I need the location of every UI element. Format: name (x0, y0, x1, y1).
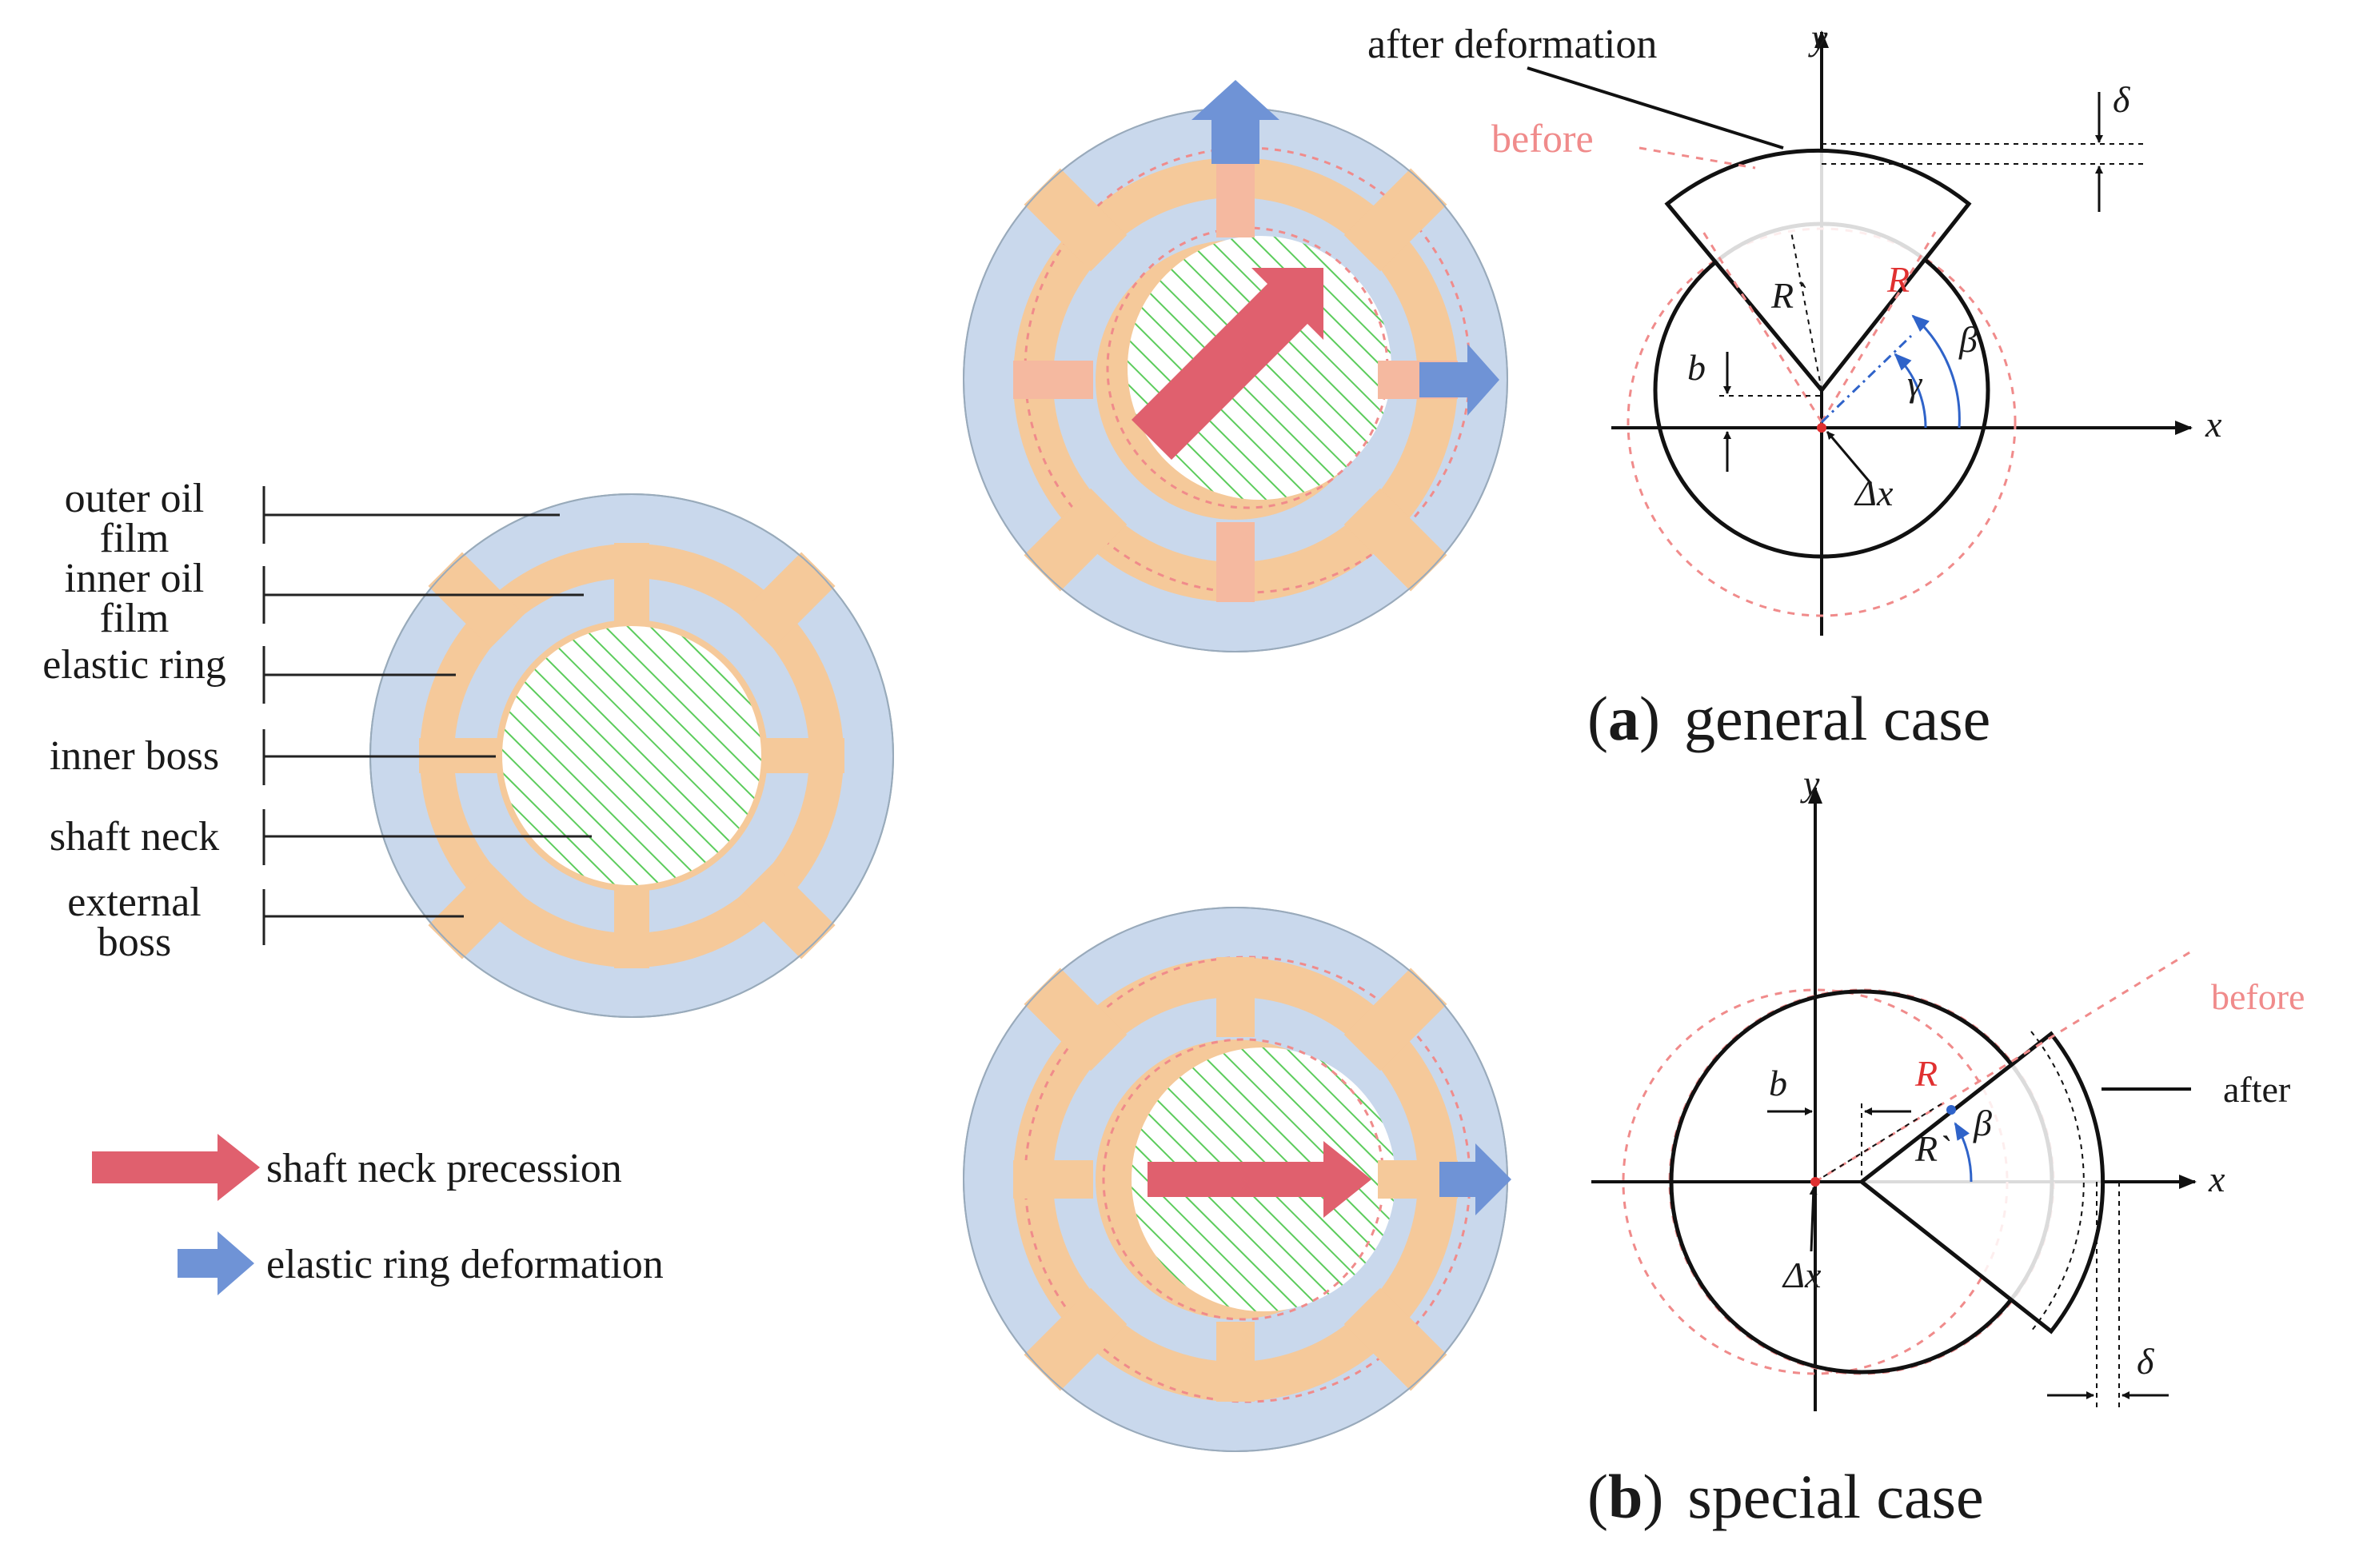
deformation-arrow-up (1191, 80, 1279, 164)
label-R-a: R (1886, 259, 1910, 300)
label-inner-oil-film-1: inner oil (65, 556, 205, 601)
label-inner-boss: inner boss (50, 733, 219, 779)
caption-a: (a)general case (1587, 684, 1990, 753)
deformation-arrow-icon (178, 1231, 254, 1295)
label-before-b: before (2211, 976, 2305, 1017)
legend-deformation: elastic ring deformation (266, 1242, 664, 1287)
geometry-panel-a: after deformation before δ y x b R` R β … (1367, 17, 2222, 753)
precession-arrow-diagonal (1132, 268, 1323, 460)
caption-b: (b)special case (1587, 1462, 1984, 1531)
label-y-a: y (1808, 17, 1828, 58)
legend: shaft neck precession elastic ring defor… (92, 1134, 664, 1295)
precession-arrow-icon (92, 1134, 260, 1201)
label-x-b: x (2208, 1159, 2225, 1199)
label-external-boss-2: boss (98, 920, 171, 965)
deformation-arrow-right-b (1439, 1143, 1511, 1215)
geometry-panel-b: before after δ y x b R R` β Δx (b)specia… (1587, 763, 2305, 1531)
label-inner-oil-film-2: film (100, 596, 170, 641)
label-y-b: y (1800, 763, 1820, 804)
label-dx-b: Δx (1782, 1255, 1822, 1295)
component-labels: outer oil film inner oil film elastic ri… (42, 476, 592, 965)
label-R-b: R (1914, 1053, 1938, 1094)
label-beta-a: β (1958, 319, 1978, 360)
label-Rprime-b: R` (1914, 1128, 1950, 1169)
label-delta-b: δ (2137, 1341, 2154, 1382)
label-dx-a: Δx (1854, 473, 1894, 513)
deformation-arrow-right (1419, 344, 1499, 416)
label-b-b: b (1769, 1063, 1787, 1103)
label-beta-b: β (1973, 1103, 1992, 1143)
damper-general-case (963, 80, 1508, 652)
label-before-a: before (1491, 116, 1594, 161)
legend-precession: shaft neck precession (266, 1146, 622, 1191)
label-after-b: after (2223, 1069, 2290, 1110)
damper-cross-section (369, 493, 894, 1018)
damper-special-case (963, 907, 1511, 1452)
label-external-boss-1: external (67, 880, 201, 925)
label-gamma-a: γ (1907, 363, 1923, 404)
label-elastic-ring: elastic ring (42, 642, 226, 688)
label-leader-lines (262, 486, 592, 945)
label-outer-oil-film-2: film (100, 516, 170, 561)
label-x-a: x (2205, 404, 2222, 445)
precession-arrow-horizontal (1148, 1141, 1371, 1218)
label-b-a: b (1687, 347, 1706, 388)
label-shaft-neck: shaft neck (50, 814, 219, 860)
label-delta-a: δ (2113, 79, 2130, 120)
label-outer-oil-film-1: outer oil (65, 476, 205, 521)
label-after-deformation: after deformation (1367, 22, 1657, 67)
label-Rprime-a: R` (1770, 275, 1806, 316)
